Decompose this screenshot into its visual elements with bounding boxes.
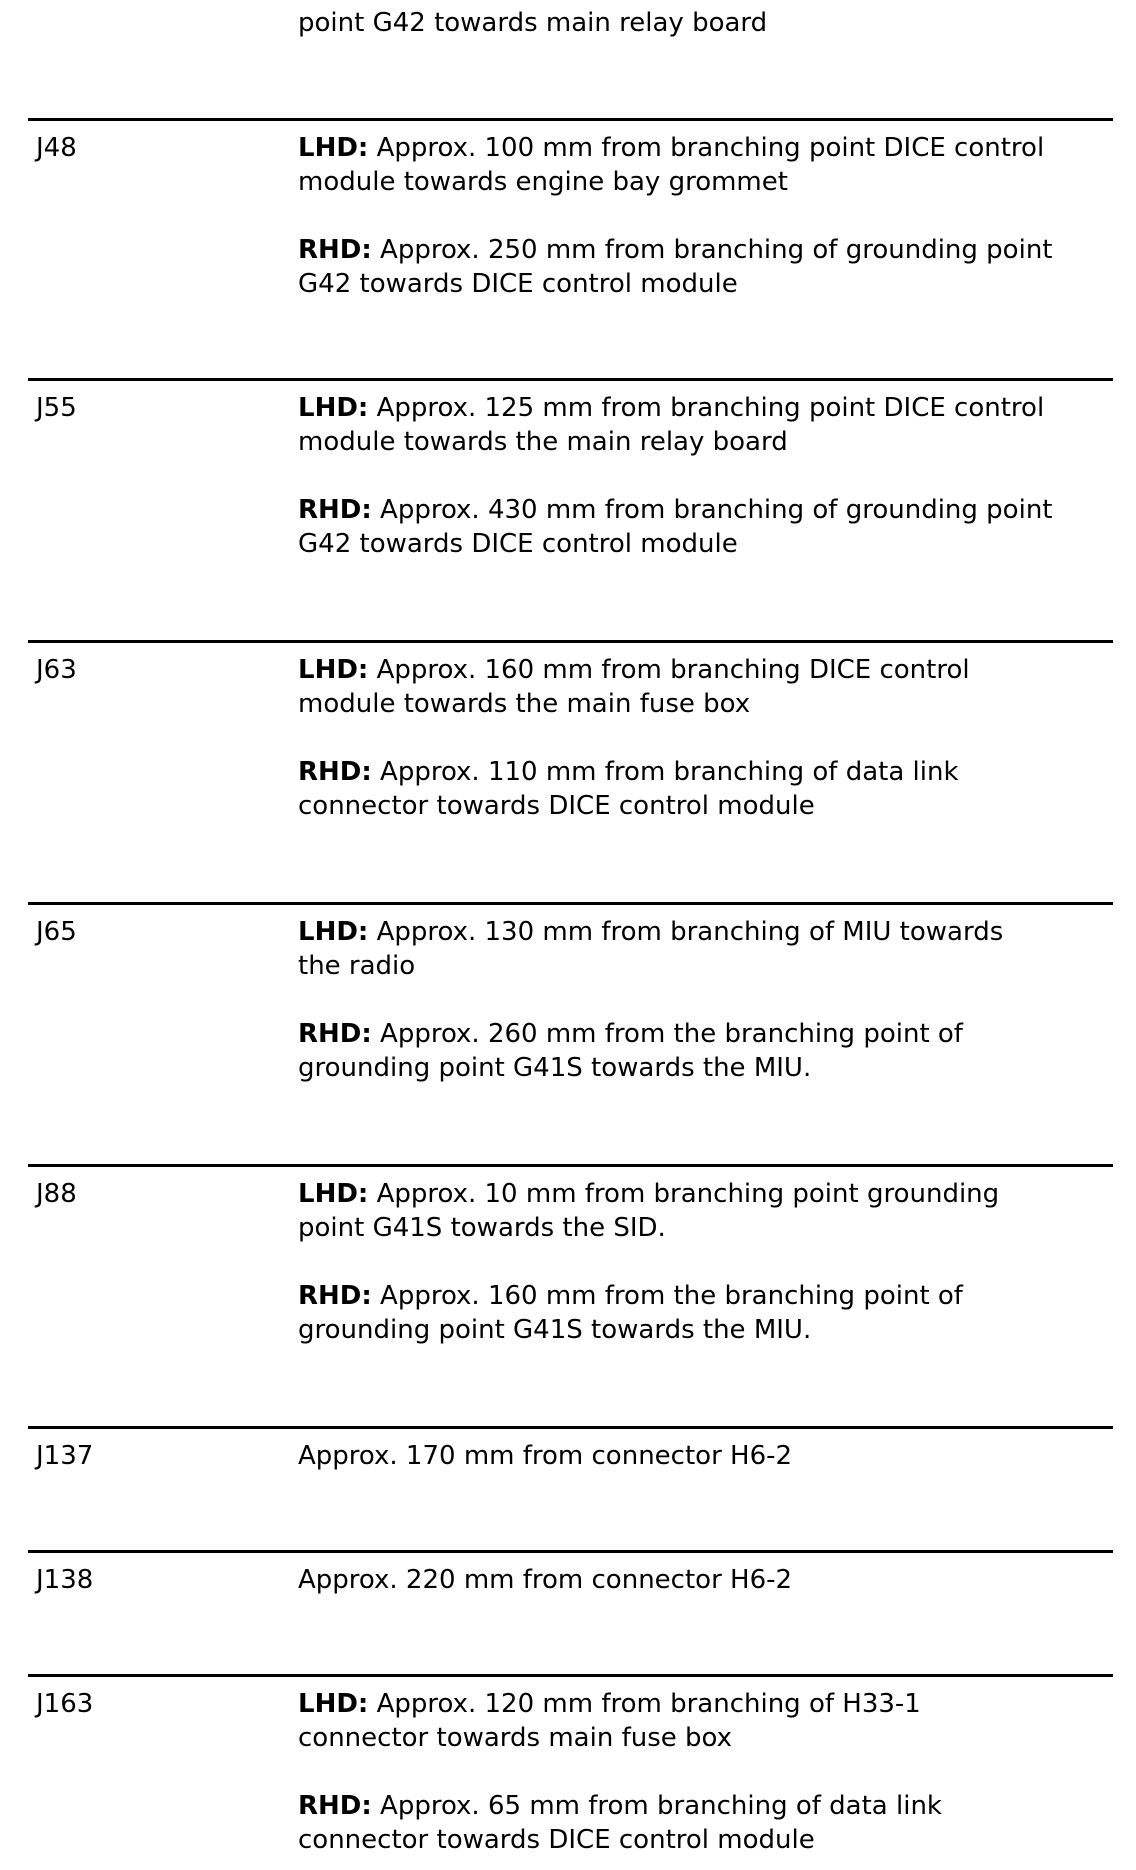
location-entry: RHD: Approx. 110 mm from branching of da… — [298, 755, 1113, 823]
drive-side-label: LHD: — [298, 393, 369, 423]
description-line: Approx. 160 mm from branching DICE contr… — [368, 655, 970, 685]
table-row: J48 LHD: Approx. 100 mm from branching po… — [28, 118, 1113, 299]
connector-id: J163 — [36, 1689, 94, 1719]
location-description: LHD: Approx. 100 mm from branching point… — [298, 131, 1113, 301]
location-entry: RHD: Approx. 65 mm from branching of dat… — [298, 1789, 1113, 1857]
table-row: J65 LHD: Approx. 130 mm from branching of… — [28, 902, 1113, 1083]
description-line: grounding point G41S towards the MIU. — [298, 1053, 812, 1083]
drive-side-label: LHD: — [298, 655, 369, 685]
description-line: module towards the main fuse box — [298, 689, 751, 719]
location-entry: LHD: Approx. 10 mm from branching point … — [298, 1177, 1113, 1245]
location-entry: RHD: Approx. 250 mm from branching of gr… — [298, 233, 1113, 301]
description-line: connector towards main fuse box — [298, 1723, 733, 1753]
connector-id: J65 — [36, 917, 77, 947]
location-entry: Approx. 170 mm from connector H6-2 — [298, 1439, 1113, 1473]
drive-side-label: RHD: — [298, 757, 372, 787]
location-entry: LHD: Approx. 125 mm from branching point… — [298, 391, 1113, 459]
description-line: connector towards DICE control module — [298, 1825, 815, 1855]
drive-side-label: LHD: — [298, 1179, 369, 1209]
description-line: grounding point G41S towards the MIU. — [298, 1315, 812, 1345]
description-line: Approx. 430 mm from branching of groundi… — [371, 495, 1053, 525]
description-line: Approx. 110 mm from branching of data li… — [371, 757, 959, 787]
description-line: Approx. 120 mm from branching of H33-1 — [368, 1689, 921, 1719]
location-entry: Approx. 220 mm from connector H6-2 — [298, 1563, 1113, 1597]
table-row: J137 Approx. 170 mm from connector H6-2 — [28, 1426, 1113, 1471]
connector-id: J55 — [36, 393, 77, 423]
description-line: G42 towards DICE control module — [298, 269, 738, 299]
location-entry: RHD: Approx. 430 mm from branching of gr… — [298, 493, 1113, 561]
drive-side-label: RHD: — [298, 495, 372, 525]
connector-id: J48 — [36, 133, 77, 163]
location-entry: RHD: Approx. 160 mm from the branching p… — [298, 1279, 1113, 1347]
description-line: point G41S towards the SID. — [298, 1213, 666, 1243]
description-line: Approx. 220 mm from connector H6-2 — [298, 1565, 793, 1595]
connector-id: J138 — [36, 1565, 94, 1595]
table-row: J55 LHD: Approx. 125 mm from branching po… — [28, 378, 1113, 559]
drive-side-label: LHD: — [298, 917, 369, 947]
location-description: LHD: Approx. 160 mm from branching DICE … — [298, 653, 1113, 823]
table-row: J63 LHD: Approx. 160 mm from branching DI… — [28, 640, 1113, 821]
drive-side-label: LHD: — [298, 1689, 369, 1719]
drive-side-label: RHD: — [298, 1019, 372, 1049]
location-entry: LHD: Approx. 130 mm from branching of MI… — [298, 915, 1113, 983]
description-line: the radio — [298, 951, 416, 981]
location-description: Approx. 170 mm from connector H6-2 — [298, 1439, 1113, 1473]
drive-side-label: RHD: — [298, 1791, 372, 1821]
table-row: J88 LHD: Approx. 10 mm from branching poi… — [28, 1164, 1113, 1345]
description-line: Approx. 160 mm from the branching point … — [371, 1281, 963, 1311]
drive-side-label: LHD: — [298, 133, 369, 163]
location-entry: RHD: Approx. 260 mm from the branching p… — [298, 1017, 1113, 1085]
location-description: LHD: Approx. 10 mm from branching point … — [298, 1177, 1113, 1347]
description-line: Approx. 100 mm from branching point DICE… — [368, 133, 1045, 163]
description-line: Approx. 10 mm from branching point groun… — [368, 1179, 1000, 1209]
table-row: J163 LHD: Approx. 120 mm from branching o… — [28, 1674, 1113, 1855]
connector-id: J137 — [36, 1441, 94, 1471]
description-line: Approx. 170 mm from connector H6-2 — [298, 1441, 793, 1471]
location-description: LHD: Approx. 125 mm from branching point… — [298, 391, 1113, 561]
description-line: Approx. 130 mm from branching of MIU tow… — [368, 917, 1004, 947]
description-line: module towards the main relay board — [298, 427, 788, 457]
description-line: module towards engine bay grommet — [298, 167, 788, 197]
location-description: LHD: Approx. 130 mm from branching of MI… — [298, 915, 1113, 1085]
location-description: Approx. 220 mm from connector H6-2 — [298, 1563, 1113, 1597]
description-line: Approx. 125 mm from branching point DICE… — [368, 393, 1045, 423]
location-entry: LHD: Approx. 120 mm from branching of H3… — [298, 1687, 1113, 1755]
description-line: Approx. 65 mm from branching of data lin… — [371, 1791, 942, 1821]
table-row: J138 Approx. 220 mm from connector H6-2 — [28, 1550, 1113, 1595]
description-line: Approx. 250 mm from branching of groundi… — [371, 235, 1053, 265]
drive-side-label: RHD: — [298, 235, 372, 265]
description-line: connector towards DICE control module — [298, 791, 815, 821]
description-line: Approx. 260 mm from the branching point … — [371, 1019, 963, 1049]
connector-id: J63 — [36, 655, 77, 685]
location-description: LHD: Approx. 120 mm from branching of H3… — [298, 1687, 1113, 1857]
connector-id: J88 — [36, 1179, 77, 1209]
location-entry: LHD: Approx. 100 mm from branching point… — [298, 131, 1113, 199]
drive-side-label: RHD: — [298, 1281, 372, 1311]
location-entry: LHD: Approx. 160 mm from branching DICE … — [298, 653, 1113, 721]
description-line: G42 towards DICE control module — [298, 529, 738, 559]
continued-description: point G42 towards main relay board — [298, 8, 768, 38]
